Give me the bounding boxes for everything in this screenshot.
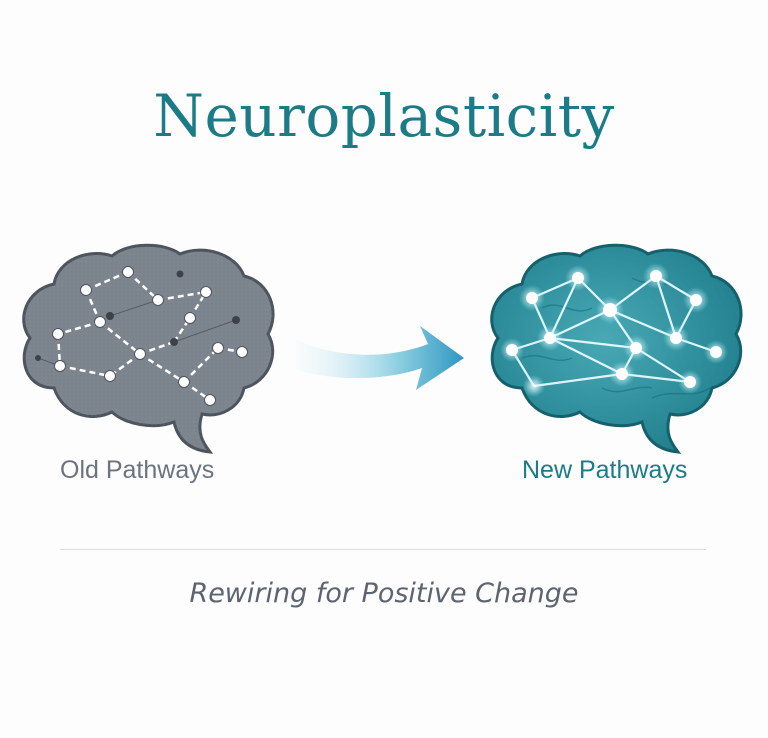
new-brain-icon <box>482 238 748 454</box>
page-title: Neuroplasticity <box>0 82 768 150</box>
tagline: Rewiring for Positive Change <box>0 578 768 609</box>
right-arrow-icon <box>292 318 472 398</box>
old-brain-icon <box>14 238 280 454</box>
old-pathways-label: Old Pathways <box>60 456 214 485</box>
divider <box>60 549 706 550</box>
new-pathways-label: New Pathways <box>522 456 687 485</box>
